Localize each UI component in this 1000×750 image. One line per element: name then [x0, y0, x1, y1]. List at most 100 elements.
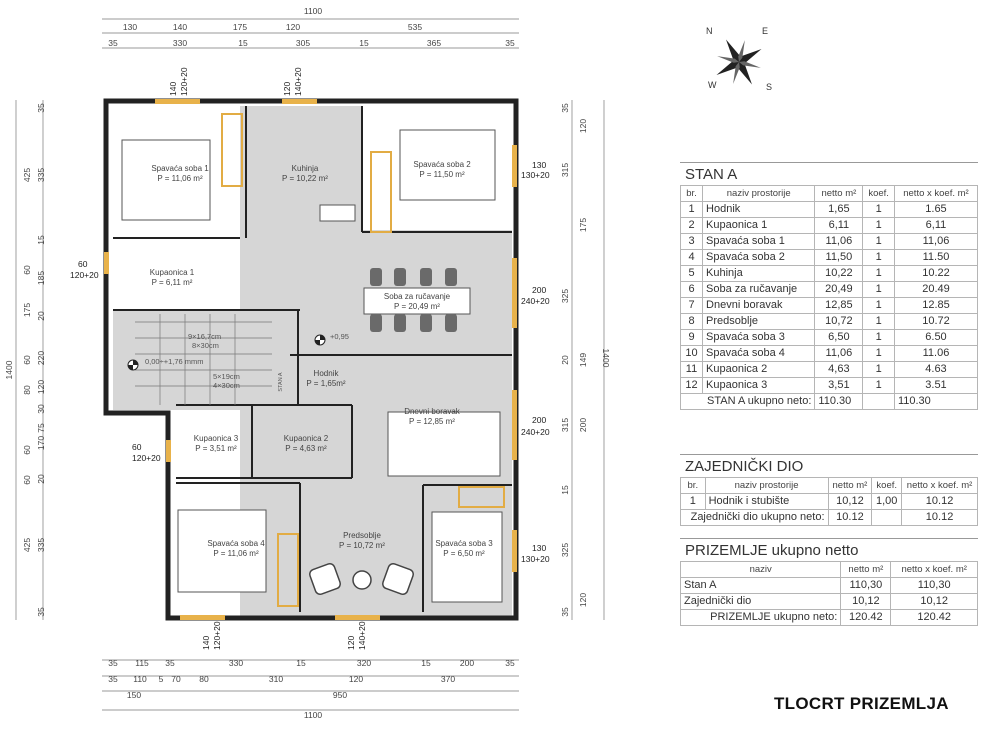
- zaj-row-netto-koef: 10.12: [901, 493, 978, 510]
- stan-a-cell-br: 7: [679, 297, 704, 314]
- compass-w: W: [708, 80, 717, 90]
- wardrobes: [221, 113, 505, 607]
- stan-a-total-label: STAN A ukupno neto:: [679, 393, 816, 410]
- dim-right-3: 315: [560, 163, 570, 177]
- sofa: [387, 411, 501, 477]
- room-spavaca1-name: Spavaća soba 1: [151, 164, 209, 173]
- walls: [103, 98, 519, 621]
- dim-left-total: 1400: [4, 360, 14, 379]
- compass-n: N: [706, 26, 713, 36]
- w1-b: 120+20: [179, 67, 189, 96]
- stan-a-total-blank: [862, 393, 895, 410]
- dim-right-11: 325: [560, 543, 570, 557]
- stan-a-cell-naziv: Soba za ručavanje: [702, 281, 816, 298]
- w2-b: 140+20: [293, 67, 303, 96]
- dim-top-2: 140: [173, 22, 187, 32]
- room-rucavanje-area: P = 20,49 m²: [394, 302, 440, 311]
- stan-a-cell-naziv: Kupaonica 1: [702, 217, 816, 234]
- dim-right-2: 120: [578, 119, 588, 133]
- stan-a-cell-koef: 1: [862, 313, 895, 330]
- level-markers: [127, 334, 326, 371]
- stan-a-cell-netto: 11,06: [814, 345, 864, 362]
- dim-bot-7: 15: [421, 658, 431, 668]
- room-predsoblje-name: Predsoblje: [343, 531, 381, 540]
- stan-a-cell-naziv: Kuhinja: [702, 265, 816, 282]
- priz-row2-naziv: Zajednički dio: [679, 593, 842, 610]
- windows: [104, 99, 517, 620]
- window-tags: 140 120+20 120 140+20 130 130+20 60 120+…: [70, 67, 550, 650]
- stan-a-cell-netto-koef: 20.49: [893, 281, 979, 298]
- staircase: [135, 314, 272, 405]
- room-hodnik-name: Hodnik: [314, 369, 340, 378]
- dim-left-o5: 80: [22, 385, 32, 395]
- stan-a-cell-netto: 1,65: [814, 201, 864, 218]
- level-mark: +0,95: [330, 332, 349, 341]
- room-spavaca1-area: P = 11,06 m²: [157, 174, 203, 183]
- stan-a-cell-naziv: Spavaća soba 2: [702, 249, 816, 266]
- drawing-title: TLOCRT PRIZEMLJA: [774, 694, 949, 713]
- stan-a-col-br: br.: [679, 185, 704, 202]
- dim-left-i12: 335: [36, 538, 46, 552]
- priz-total-row: PRIZEMLJE ukupno neto: 120.42 120.42: [679, 609, 978, 626]
- w4-b: 120+20: [70, 270, 99, 280]
- table-row: 1 Hodnik i stubište 10,12 1,00 10.12: [680, 493, 978, 510]
- priz-total-netto: 120.42: [840, 609, 892, 626]
- stan-a-cell-netto-koef: 12.85: [893, 297, 979, 314]
- stan-a-cell-netto: 11,06: [814, 233, 864, 250]
- stan-a-cell-netto-koef: 10.72: [893, 313, 979, 330]
- stan-a-cell-netto-koef: 4.63: [893, 361, 979, 378]
- stan-a-col-naziv: naziv prostorije: [702, 185, 816, 202]
- compass-e: E: [762, 26, 768, 36]
- dim-left-i1: 35: [36, 103, 46, 113]
- w2-a: 120: [282, 82, 292, 96]
- room-spavaca2-name: Spavaća soba 2: [413, 160, 471, 169]
- dim-top-r2-4: 305: [296, 38, 310, 48]
- prizemlje-panel: PRIZEMLJE ukupno netto naziv netto m² ne…: [679, 538, 978, 626]
- room-spavaca4-name: Spavaća soba 4: [207, 539, 265, 548]
- dim-left-o2: 60: [22, 265, 32, 275]
- zajednicki-table: br. naziv prostorije netto m² koef. nett…: [680, 477, 978, 526]
- stan-a-cell-netto: 4,63: [814, 361, 864, 378]
- table-row: Zajednički dio 10,12 10,12: [679, 593, 978, 610]
- inner-walls: [113, 106, 512, 612]
- priz-col-naziv: naziv: [679, 561, 842, 578]
- zaj-col-br: br.: [680, 477, 706, 494]
- zaj-col-koef: koef.: [871, 477, 903, 494]
- zaj-total-koef: 10.12: [901, 509, 978, 526]
- w7-b: 120+20: [132, 453, 161, 463]
- dim-bot2-2: 110: [133, 674, 147, 684]
- bed-1: [121, 139, 211, 221]
- dim-left-o4: 60: [22, 355, 32, 365]
- room-kuhinja-name: Kuhinja: [292, 164, 319, 173]
- dim-bot-2: 115: [135, 658, 149, 668]
- room-spavaca3-area: P = 6,50 m²: [443, 549, 485, 558]
- dining-table: [363, 287, 471, 315]
- stan-a-cell-koef: 1: [862, 377, 895, 394]
- stan-a-cell-koef: 1: [862, 345, 895, 362]
- dim-bot-1: 35: [108, 658, 118, 668]
- dim-top-r2-2: 330: [173, 38, 187, 48]
- priz-total-koef: 120.42: [890, 609, 978, 626]
- zajednicki-panel: ZAJEDNIČKI DIO br. naziv prostorije nett…: [680, 454, 978, 526]
- dim-bot2-8: 370: [441, 674, 455, 684]
- stair-note-4: 5×19cm: [213, 372, 240, 381]
- stan-a-cell-koef: 1: [862, 217, 895, 234]
- stan-a-cell-koef: 1: [862, 329, 895, 346]
- stan-a-cell-netto: 10,22: [814, 265, 864, 282]
- dim-right-12: 120: [578, 593, 588, 607]
- dim-right-total: 1400: [601, 349, 611, 368]
- stan-a-title: STAN A: [680, 162, 978, 185]
- priz-row1-netto: 110,30: [840, 577, 892, 594]
- stan-a-col-koef: koef.: [862, 185, 895, 202]
- stan-a-cell-br: 1: [679, 201, 704, 218]
- stan-a-cell-br: 9: [679, 329, 704, 346]
- stan-a-cell-netto-koef: 11.06: [893, 345, 979, 362]
- dim-top-5: 535: [408, 22, 422, 32]
- dim-left-i11: 20: [36, 474, 46, 484]
- stan-a-cell-netto: 11,50: [814, 249, 864, 266]
